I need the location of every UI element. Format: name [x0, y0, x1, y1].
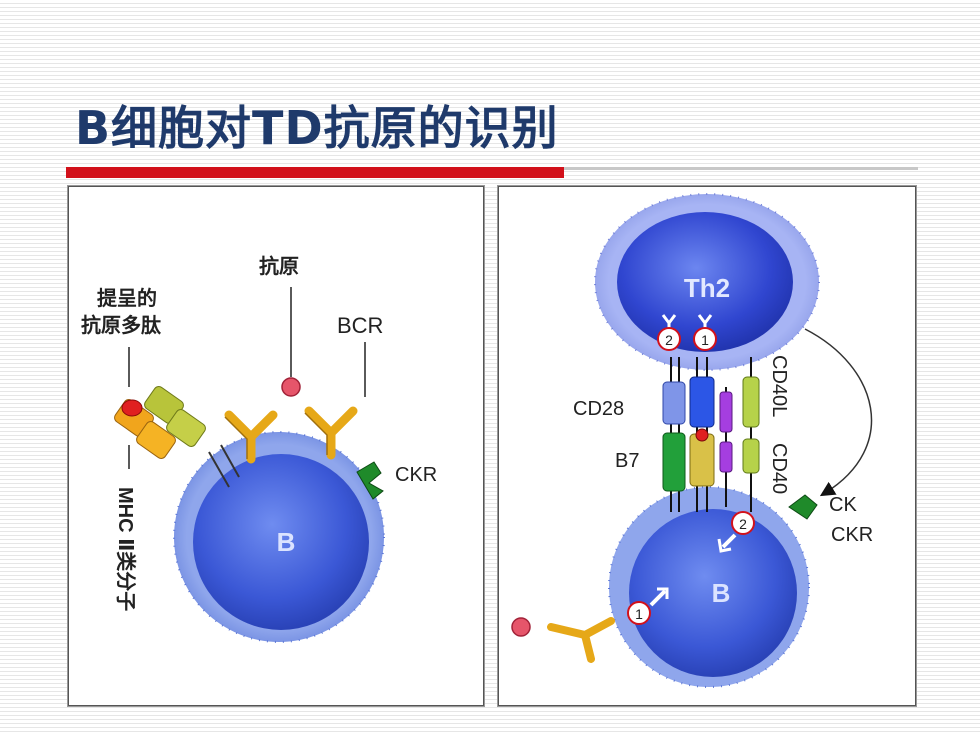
peptide-label-line2: 抗原多肽	[81, 313, 162, 337]
bcr-antibodies	[224, 377, 358, 464]
ck-label: CK	[829, 494, 857, 516]
peptide-label-line1: 提呈的	[97, 286, 157, 310]
mhc-ii-molecule	[114, 386, 240, 488]
th2-step-markers: 2 1	[657, 314, 717, 351]
title-underline-red	[66, 167, 564, 178]
presented-peptide	[121, 399, 143, 417]
slide-title: B细胞对TD抗原的识别	[75, 101, 559, 155]
cd28-b7-pair	[662, 357, 686, 512]
ckr-right-icon	[788, 494, 818, 520]
b-cell-right: B	[608, 486, 810, 688]
b-cell: B	[173, 431, 385, 643]
th2-step-1: 1	[701, 332, 709, 348]
cd40-label: CD40	[768, 443, 790, 494]
ckr-right-label: CKR	[831, 524, 873, 546]
b-step-2: 2	[739, 516, 747, 532]
cd40l-label: CD40L	[768, 355, 790, 417]
cd40l-cd40-pair	[742, 357, 760, 512]
ckr-label: CKR	[395, 464, 437, 486]
th2-cell: Th2	[594, 193, 820, 371]
tcr-mhc-pair	[689, 357, 715, 512]
title-underline-grey	[564, 167, 918, 170]
cd28-label: CD28	[573, 398, 624, 420]
b-cell-label: B	[277, 527, 296, 557]
antigen-icon	[281, 377, 301, 397]
b-step-1: 1	[635, 606, 643, 622]
left-diagram: B	[81, 254, 437, 643]
th2-label: Th2	[684, 273, 730, 303]
th2-step-2: 2	[665, 332, 673, 348]
left-diagram-panel: B	[68, 186, 484, 706]
external-antigen-icon	[511, 617, 531, 637]
b-step-markers: 2 1	[627, 511, 755, 625]
b-cell-right-label: B	[712, 578, 731, 608]
antigen-label: 抗原	[259, 254, 299, 278]
mhc-ii-label: MHC Ⅱ类分子	[114, 487, 137, 611]
cytokine-arrow	[804, 328, 873, 497]
ckr-receptor-icon	[356, 461, 384, 500]
accessory-molecule	[719, 387, 733, 507]
b7-label: B7	[615, 450, 639, 472]
bcr-label: BCR	[337, 313, 383, 338]
external-antibody	[511, 617, 615, 663]
right-diagram: Th2 B	[511, 193, 873, 688]
right-diagram-panel: Th2 B	[498, 186, 916, 706]
peptide-icon	[695, 428, 709, 442]
